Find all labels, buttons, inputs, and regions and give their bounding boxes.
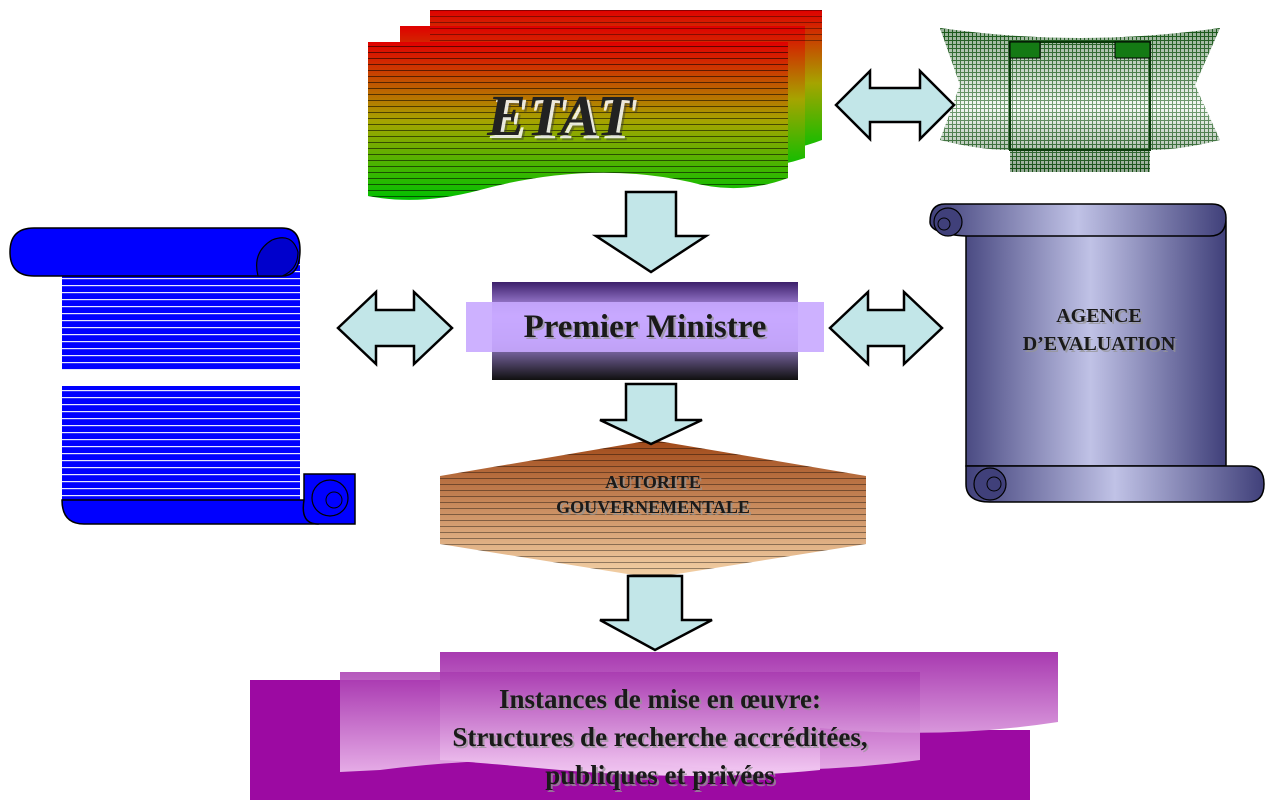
etat-banner xyxy=(368,10,822,200)
agence-line1: AGENCE xyxy=(1056,305,1142,327)
autorite-line1: AUTORITE xyxy=(605,472,701,492)
etat-label: ETAT xyxy=(487,83,633,148)
instances-label: Instances de mise en œuvre: Structures d… xyxy=(300,680,1020,794)
instances-line3: publiques et privées xyxy=(545,760,775,790)
double-arrow-pm-agence xyxy=(828,289,944,367)
left-blue-scroll xyxy=(9,227,356,525)
green-ribbon-banner xyxy=(940,28,1220,172)
agence-scroll xyxy=(929,203,1265,503)
autorite-hexagon xyxy=(440,440,866,578)
instances-banner xyxy=(250,652,1058,800)
down-arrow-pm-autorite xyxy=(599,382,703,446)
agence-line2: D’EVALUATION xyxy=(1022,333,1176,355)
premier-ministre-box xyxy=(466,282,824,380)
down-arrow-etat-pm xyxy=(591,190,711,274)
double-arrow-etat-banner xyxy=(834,67,956,143)
autorite-line2: GOUVERNEMENTALE xyxy=(556,497,750,517)
instances-line2: Structures de recherche accréditées, xyxy=(452,722,868,752)
autorite-label: AUTORITE GOUVERNEMENTALE xyxy=(440,470,866,520)
down-arrow-autorite-instances xyxy=(599,574,713,652)
premier-ministre-label: Premier Ministre xyxy=(523,309,767,345)
agence-label: AGENCE D’EVALUATION xyxy=(968,302,1230,358)
double-arrow-left-pm xyxy=(336,289,454,367)
instances-line1: Instances de mise en œuvre: xyxy=(499,684,821,714)
